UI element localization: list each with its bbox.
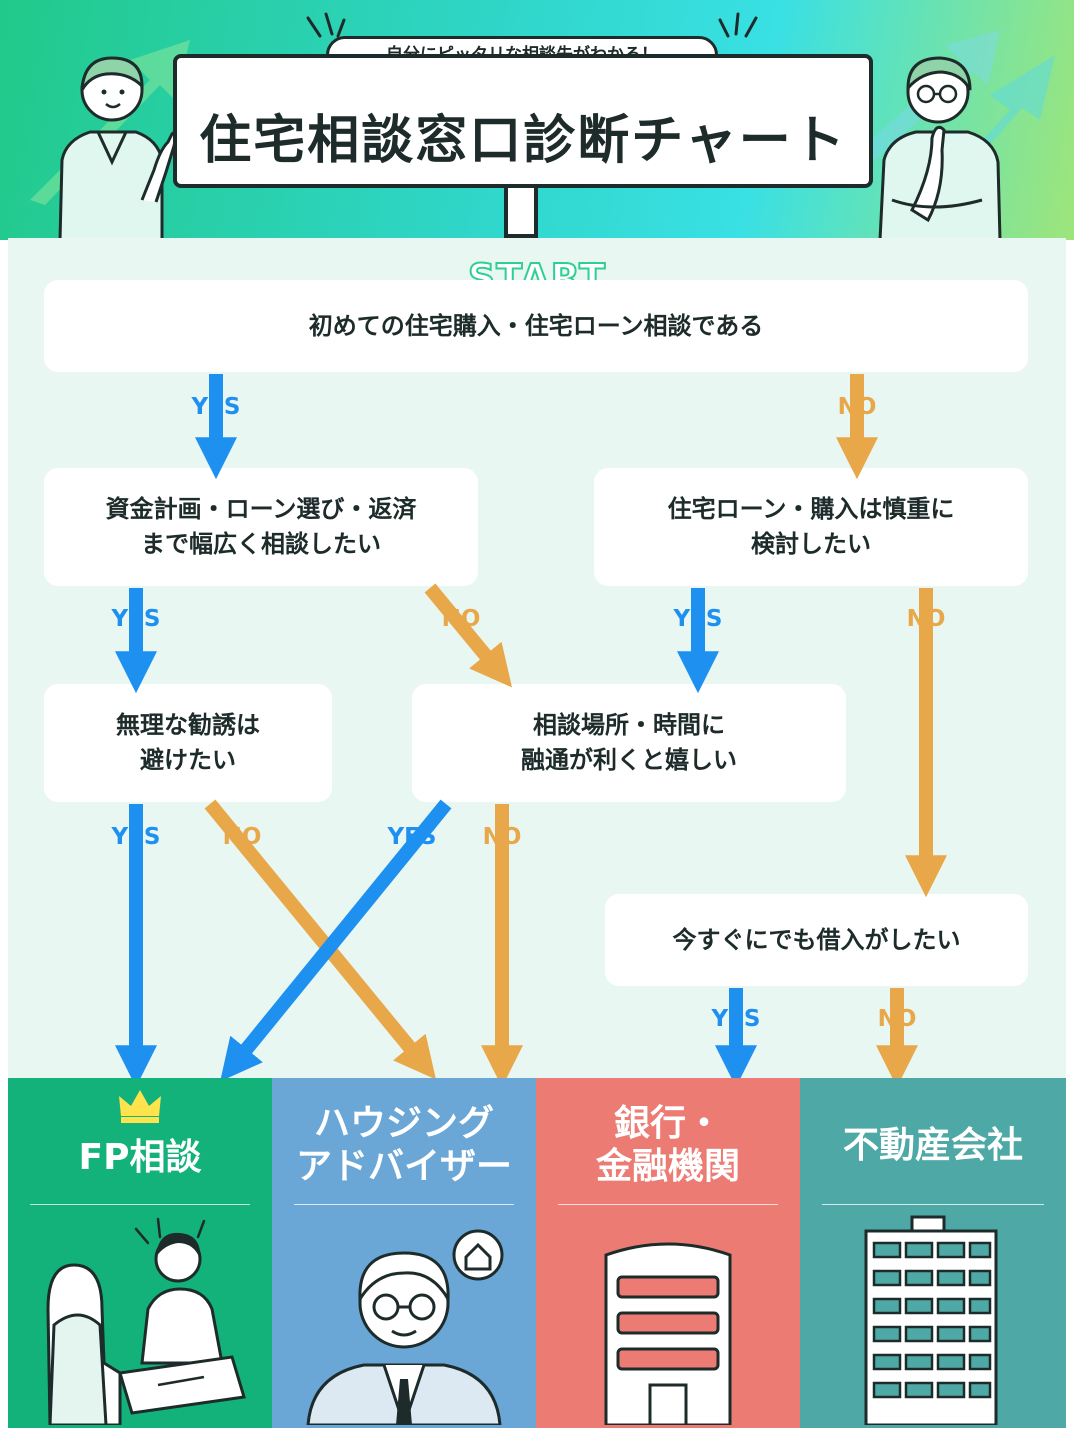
signboard-post — [504, 188, 538, 238]
divider — [822, 1204, 1044, 1205]
arrow-no — [204, 799, 436, 1080]
divider — [558, 1204, 778, 1205]
header-banner: 自分にピッタリな相談先がわかる！ 住宅相談窓口診断チャート — [0, 0, 1074, 240]
question-text: 今すぐにでも借入がしたい — [672, 925, 961, 954]
no-label: NO — [222, 824, 262, 850]
question-flexible-place: 相談場所・時間に 融通が利くと嬉しい — [412, 684, 846, 802]
no-label: NO — [877, 1006, 917, 1032]
question-text: 検討したい — [751, 530, 871, 558]
result-title: 銀行・ 金融機関 — [536, 1102, 800, 1188]
question-text: 融通が利くと嬉しい — [521, 746, 737, 774]
arrow-no — [424, 583, 513, 688]
result-title: ハウジング アドバイザー — [272, 1102, 536, 1188]
question-borrow-now: 今すぐにでも借入がしたい — [605, 894, 1028, 986]
bank-building-icon — [604, 1242, 732, 1425]
woman-pointing-icon — [58, 56, 178, 240]
result-bank: 銀行・ 金融機関 — [536, 1078, 800, 1428]
yes-label: YES — [111, 606, 161, 632]
result-title: FP相談 — [78, 1137, 202, 1178]
result-real-estate: 不動産会社 — [800, 1078, 1066, 1428]
question-text: 資金計画・ローン選び・返済 — [105, 495, 417, 524]
result-title-line: 金融機関 — [595, 1146, 740, 1188]
crown-icon — [119, 1090, 161, 1123]
question-text: 相談場所・時間に — [533, 711, 725, 740]
question-avoid-solicitation: 無理な勧誘は 避けたい — [44, 684, 332, 802]
advisor-man-icon — [306, 1229, 504, 1425]
question-broad-consult: 資金計画・ローン選び・返済 まで幅広く相談したい — [44, 468, 478, 586]
question-first-purchase: 初めての住宅購入・住宅ローン相談である — [44, 280, 1028, 372]
question-text: 初めての住宅購入・住宅ローン相談である — [308, 311, 764, 340]
no-label: NO — [906, 606, 946, 632]
question-text: まで幅広く相談したい — [141, 530, 381, 558]
yes-label: YES — [111, 824, 161, 850]
result-fp: FP相談 — [8, 1078, 272, 1428]
yes-label: YES — [673, 606, 723, 632]
arrow-yes — [220, 799, 452, 1082]
divider — [294, 1204, 514, 1205]
spark-icon — [718, 12, 758, 38]
yes-label: YES — [191, 394, 241, 420]
result-title-line: ハウジング — [313, 1103, 494, 1144]
divider — [30, 1204, 250, 1205]
no-label: NO — [837, 394, 877, 420]
question-text: 無理な勧誘は — [116, 711, 260, 740]
office-building-icon — [864, 1215, 998, 1425]
spark-icon — [306, 12, 346, 38]
no-label: NO — [482, 824, 522, 850]
yes-label: YES — [711, 1006, 761, 1032]
no-label: NO — [441, 606, 481, 632]
question-text: 住宅ローン・購入は慎重に — [667, 495, 955, 524]
result-housing-advisor: ハウジング アドバイザー — [272, 1078, 536, 1428]
man-thinking-icon — [878, 56, 1002, 240]
consultation-people-icon — [46, 1217, 246, 1425]
page-title: 住宅相談窓口診断チャート — [199, 111, 847, 171]
result-title-line: アドバイザー — [295, 1146, 512, 1188]
result-title-line: 銀行・ — [613, 1103, 722, 1144]
question-careful-loan: 住宅ローン・購入は慎重に 検討したい — [594, 468, 1028, 586]
title-board: 住宅相談窓口診断チャート — [173, 54, 873, 188]
yes-label: YES — [387, 824, 437, 850]
result-title: 不動産会社 — [842, 1125, 1023, 1166]
question-text: 避けたい — [140, 746, 236, 774]
